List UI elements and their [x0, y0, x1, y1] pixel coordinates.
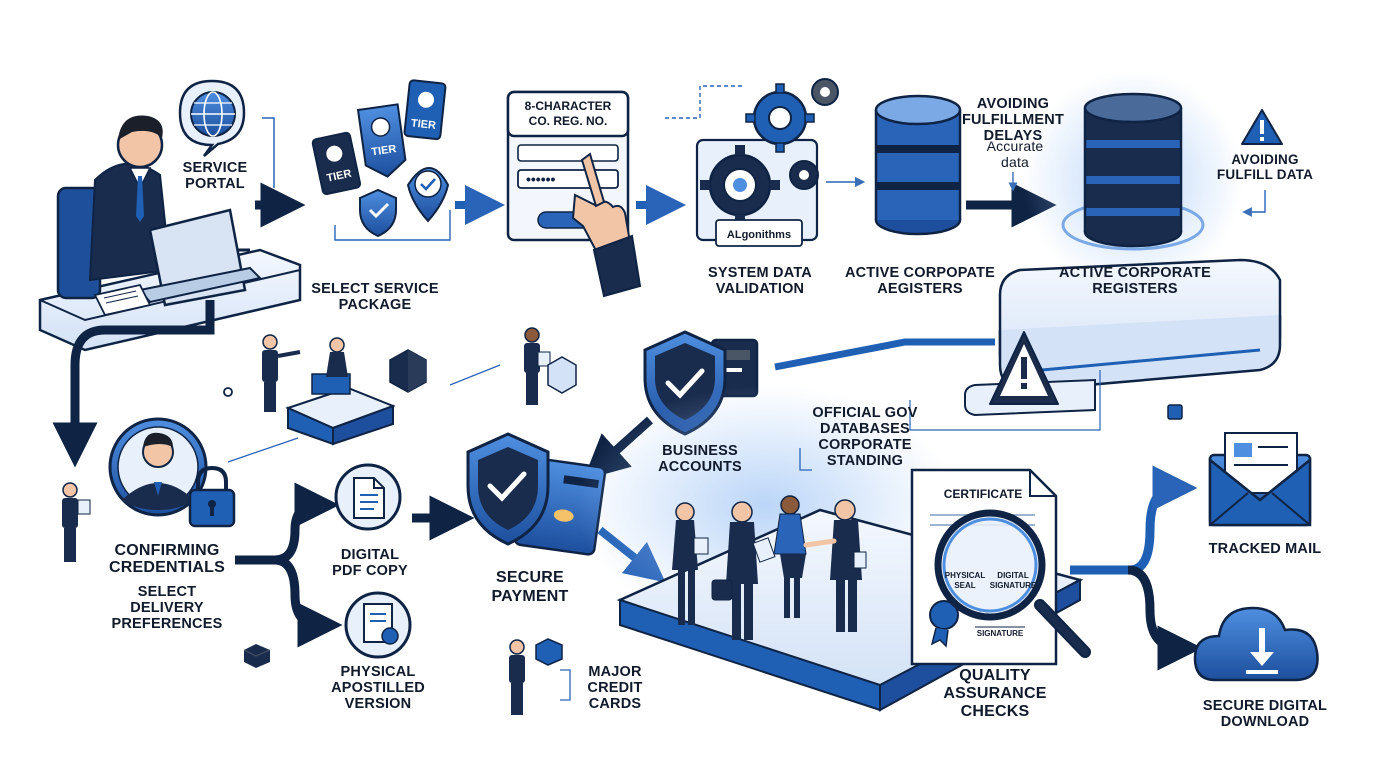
label-tracked-mail: TRACKED MAIL — [1208, 541, 1322, 557]
database-illustration[interactable] — [874, 94, 962, 236]
credentials-avatar-illustration[interactable] — [108, 417, 208, 517]
digital-signature-text-2: SIGNATURE — [990, 581, 1037, 590]
person-with-tablet-illustration — [62, 482, 91, 562]
flow-arrow — [274, 555, 343, 648]
box-icon — [243, 644, 271, 668]
flow-arrow — [235, 482, 340, 565]
certificate-magnifier-illustration[interactable]: CERTIFICATE SIGNATURE PHYSICAL SEAL DIGI… — [910, 468, 1091, 666]
credit-card-person-illustration — [509, 638, 571, 715]
registration-form-illustration[interactable]: 8-CHARACTER CO. REG. NO. •••••• — [506, 90, 642, 298]
envelope-icon[interactable] — [1208, 432, 1312, 527]
physical-seal-text-2: SEAL — [954, 581, 975, 590]
meeting-people-illustration — [223, 327, 577, 463]
reg-field-label-1: 8-CHARACTER — [525, 99, 612, 113]
certificate-title: CERTIFICATE — [944, 487, 1022, 501]
tier-text: TIER — [326, 168, 353, 185]
warning-icon — [1241, 109, 1283, 145]
flow-arrow — [52, 325, 106, 468]
flow-arrow — [1127, 565, 1203, 671]
algorithms-text: ALgonithms — [727, 229, 791, 241]
globe-icon[interactable] — [178, 79, 246, 157]
warning-triangle-icon — [989, 331, 1059, 405]
svg-text:••••••: •••••• — [526, 171, 556, 187]
server-platform-illustration[interactable] — [909, 258, 1282, 431]
pdf-document-icon[interactable] — [334, 463, 402, 531]
flow-arrow — [1070, 465, 1198, 575]
tier-text: TIER — [371, 143, 398, 158]
gears-validation-illustration[interactable]: ALgonithms — [665, 78, 839, 247]
lock-icon — [188, 465, 236, 528]
cloud-download-icon[interactable] — [1193, 606, 1319, 682]
reg-field-label-2: CO. REG. NO. — [529, 114, 608, 128]
tier-badges-illustration[interactable]: TIER TIER TIER — [311, 79, 451, 241]
corporate-registers-database-illustration[interactable] — [1023, 70, 1243, 290]
digital-signature-text-1: DIGITAL — [997, 571, 1029, 580]
apostille-certificate-icon[interactable] — [344, 591, 412, 659]
signature-text: SIGNATURE — [977, 629, 1024, 638]
tier-text: TIER — [410, 117, 436, 132]
physical-seal-text-1: PHYSICAL — [945, 571, 986, 580]
desk-worker-illustration — [38, 115, 302, 352]
